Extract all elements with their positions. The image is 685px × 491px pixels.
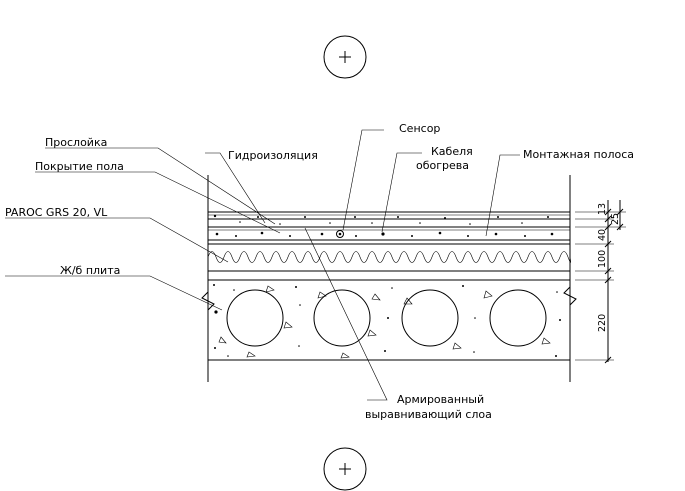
insulation-layer (207, 251, 571, 272)
label-pokrytie-pola: Покрытие пола (35, 160, 124, 173)
leader-lines (5, 129, 520, 401)
label-kabel-line2: обогрева (416, 159, 469, 172)
label-armirovanny-line2: выравнивающий слоа (365, 408, 492, 421)
bottom-marker-icon (323, 447, 367, 491)
dim-13: 13 (597, 203, 608, 215)
label-kabel-line1: Кабеля (431, 145, 473, 158)
dim-100: 100 (597, 250, 608, 268)
floor-covering-layers (208, 211, 570, 245)
label-paroc: PAROC GRS 20, VL (5, 206, 108, 219)
label-armirovanny-line1: Армированный (397, 393, 484, 406)
label-proslojka: Прослойка (45, 136, 107, 149)
dimension-chain: 13 25 40 100 220 (575, 200, 626, 364)
label-sensor: Сенсор (399, 122, 440, 135)
dim-220: 220 (597, 314, 608, 332)
label-montazhnaya-polosa: Монтажная полоса (523, 148, 634, 161)
dim-25: 25 (610, 213, 621, 225)
label-plita: Ж/б плита (60, 264, 120, 277)
concrete-slab (201, 279, 577, 361)
dim-40: 40 (597, 229, 608, 241)
sensor-icon (336, 230, 344, 238)
top-marker-icon (323, 35, 367, 79)
label-gidroizolyaciya: Гидроизоляция (228, 149, 318, 162)
